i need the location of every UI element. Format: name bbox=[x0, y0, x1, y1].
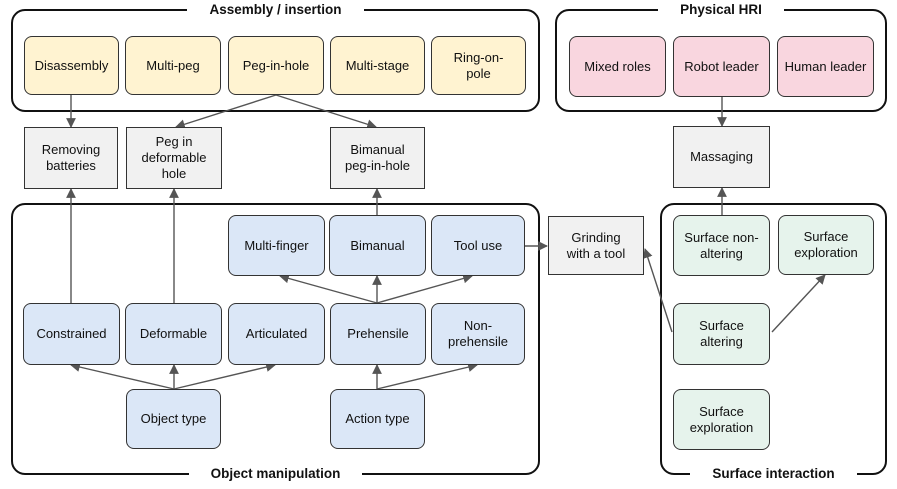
node-label: Human leader bbox=[784, 58, 867, 74]
node-label: Multi-peg bbox=[146, 57, 200, 73]
group-object-manipulation: Object manipulation bbox=[11, 203, 540, 481]
group-title-surface: Surface interaction bbox=[690, 466, 857, 481]
node-label: Constrained bbox=[36, 326, 107, 341]
node-multi-peg: Multi-peg bbox=[125, 36, 221, 95]
node-articulated: Articulated bbox=[228, 303, 325, 365]
node-label: Massaging bbox=[690, 149, 753, 164]
node-deformable: Deformable bbox=[125, 303, 222, 365]
node-ring-on-pole: Ring-on-pole bbox=[431, 36, 526, 95]
node-label: Action type bbox=[345, 411, 410, 426]
node-human-leader: Human leader bbox=[777, 36, 874, 97]
node-surface-exploration-top: Surface exploration bbox=[778, 215, 874, 275]
node-label: Multi-finger bbox=[244, 237, 309, 253]
node-constrained: Constrained bbox=[23, 303, 120, 365]
node-label: Tool use bbox=[453, 237, 503, 253]
node-surface-non-altering: Surface non-altering bbox=[673, 215, 770, 276]
node-tool-use: Tool use bbox=[431, 215, 525, 276]
node-surface-exploration-bottom: Surface exploration bbox=[673, 389, 770, 450]
node-label: Surface non-altering bbox=[684, 229, 759, 261]
node-disassembly: Disassembly bbox=[24, 36, 119, 95]
node-label: Multi-stage bbox=[345, 57, 410, 73]
node-bimanual-peg-in-hole: Bimanual peg-in-hole bbox=[330, 127, 425, 189]
node-prehensile: Prehensile bbox=[330, 303, 426, 365]
node-peg-deformable-hole: Peg in deformable hole bbox=[126, 127, 222, 189]
node-label: Peg in deformable hole bbox=[141, 134, 207, 181]
node-label: Surface altering bbox=[699, 318, 744, 349]
node-label: Peg-in-hole bbox=[242, 57, 310, 73]
node-label: Disassembly bbox=[34, 57, 109, 73]
node-label: Removing batteries bbox=[41, 142, 101, 173]
node-multi-stage: Multi-stage bbox=[330, 36, 425, 95]
node-object-type: Object type bbox=[126, 389, 221, 449]
node-label: Mixed roles bbox=[584, 58, 651, 74]
node-label: Ring-on-pole bbox=[453, 49, 504, 81]
node-bimanual: Bimanual bbox=[329, 215, 426, 276]
node-label: Robot leader bbox=[684, 58, 759, 74]
node-label: Bimanual bbox=[350, 237, 405, 253]
node-label: Surface exploration bbox=[689, 403, 754, 435]
node-label: Non-prehensile bbox=[448, 318, 508, 349]
group-physical-hri: Physical HRI bbox=[555, 2, 887, 112]
node-label: Object type bbox=[140, 411, 207, 426]
node-label: Deformable bbox=[139, 326, 208, 341]
node-removing-batteries: Removing batteries bbox=[24, 127, 118, 189]
group-title-manipulation: Object manipulation bbox=[188, 466, 363, 481]
node-label: Grinding with a tool bbox=[566, 229, 626, 261]
node-robot-leader: Robot leader bbox=[673, 36, 770, 97]
node-grinding-with-tool: Grinding with a tool bbox=[548, 216, 644, 275]
node-label: Bimanual peg-in-hole bbox=[344, 142, 411, 173]
group-title-hri: Physical HRI bbox=[658, 2, 784, 17]
node-massaging: Massaging bbox=[673, 126, 770, 188]
node-label: Prehensile bbox=[347, 326, 409, 341]
node-action-type: Action type bbox=[330, 389, 425, 449]
group-title-assembly: Assembly / insertion bbox=[187, 2, 364, 17]
node-non-prehensile: Non-prehensile bbox=[431, 303, 525, 365]
node-peg-in-hole: Peg-in-hole bbox=[228, 36, 324, 95]
node-multi-finger: Multi-finger bbox=[228, 215, 325, 276]
node-mixed-roles: Mixed roles bbox=[569, 36, 666, 97]
node-surface-altering: Surface altering bbox=[673, 303, 770, 365]
group-surface-interaction: Surface interaction bbox=[660, 203, 887, 481]
node-label: Articulated bbox=[245, 326, 308, 341]
node-label: Surface exploration bbox=[794, 229, 858, 260]
